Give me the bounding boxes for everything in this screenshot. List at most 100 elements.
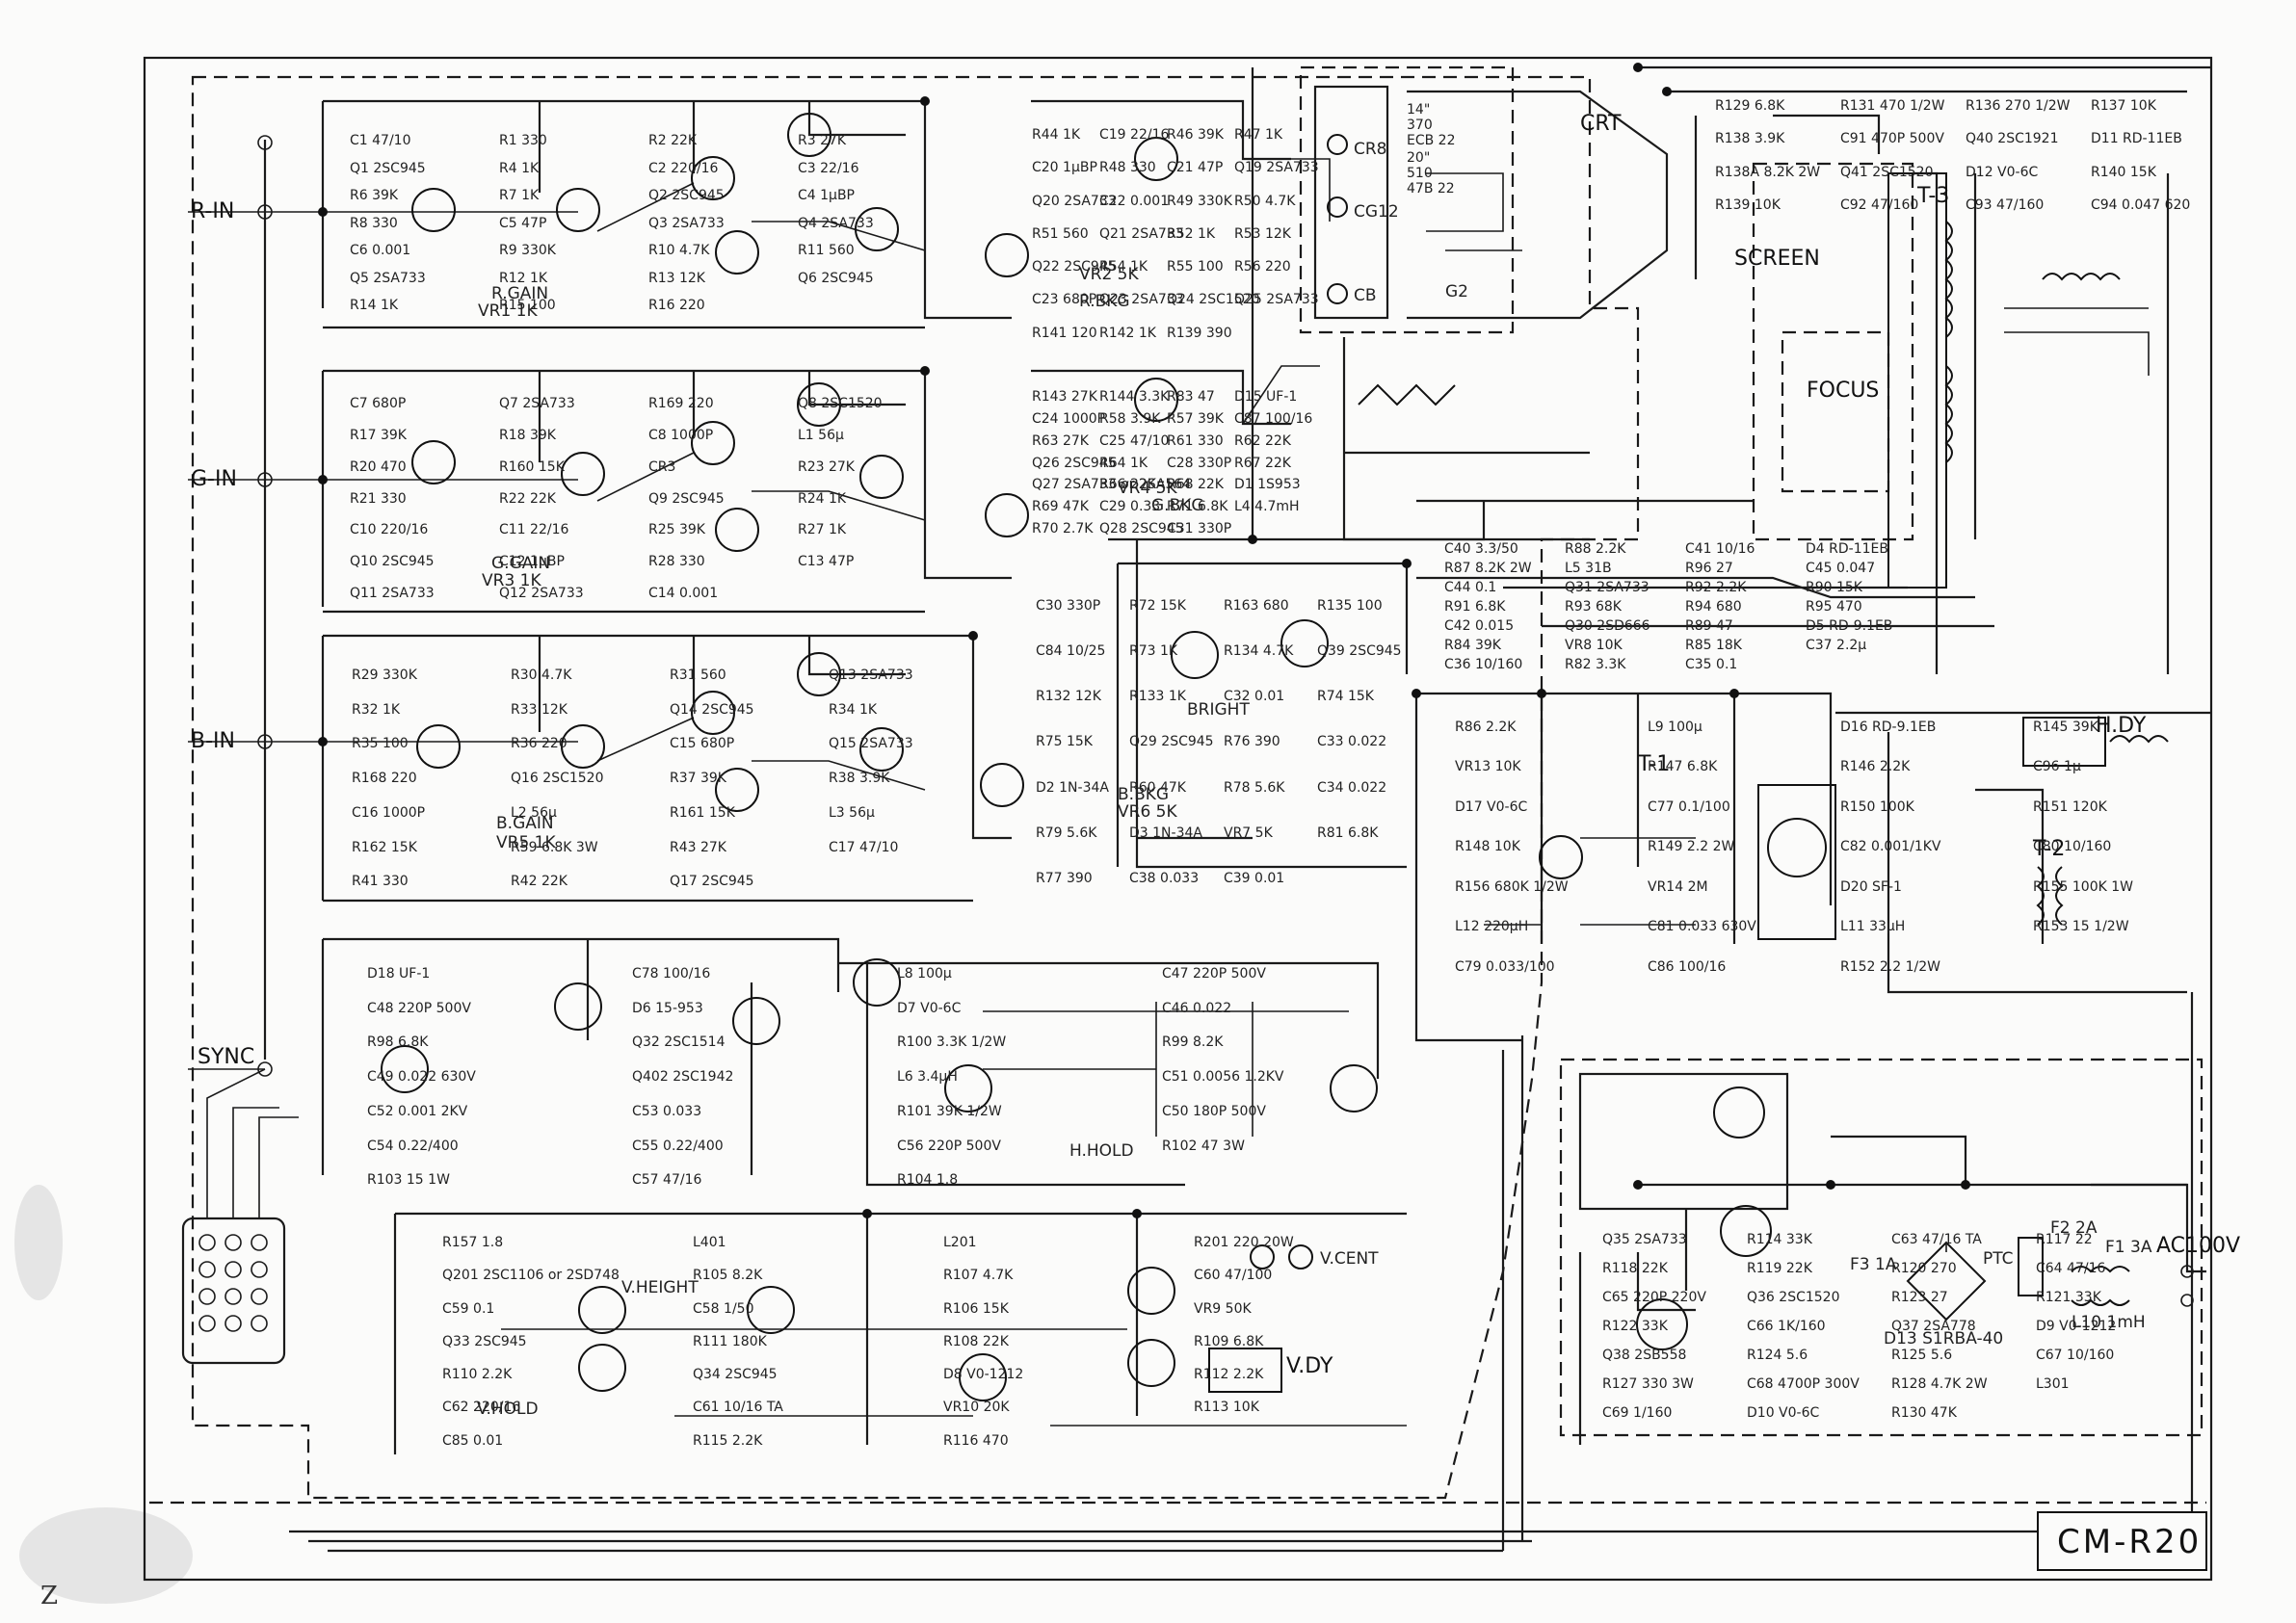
crt-note: 370 (1407, 118, 1433, 133)
component-label: R103 15 1W (367, 1172, 450, 1188)
component-label: R131 470 1/2W (1840, 98, 1945, 114)
component-label: D9 V0-1212 (2036, 1319, 2116, 1334)
component-label: R201 220 20W (1194, 1235, 1294, 1250)
component-label: R111 180K (693, 1334, 768, 1349)
component-label: Q21 2SA733 (1099, 226, 1184, 242)
component-label: R49 330K (1167, 194, 1233, 209)
component-label: Q35 2SA733 (1602, 1232, 1687, 1247)
component-label: C61 10/16 TA (693, 1400, 783, 1415)
crt-pin-g: CG12 (1354, 202, 1399, 222)
component-label: R27 1K (798, 522, 847, 537)
component-label: R160 15K (499, 459, 566, 475)
horizontal-output-section (1414, 692, 2211, 1042)
component-label: R73 1K (1129, 643, 1178, 659)
component-label: VR7 5K (1224, 825, 1274, 841)
component-label: R42 22K (511, 874, 568, 889)
component-label: R90 15K (1806, 580, 1863, 595)
component-label: R118 22K (1602, 1261, 1669, 1276)
junction-dots (318, 63, 1970, 1218)
screen-label: SCREEN (1734, 247, 1820, 271)
component-label: R150 100K (1840, 799, 1915, 815)
component-label: R52 1K (1167, 226, 1216, 242)
component-label: R34 1K (829, 702, 878, 718)
component-label: R76 390 (1224, 734, 1280, 749)
component-label: C49 0.022 630V (367, 1069, 476, 1085)
component-label: R85 18K (1685, 638, 1743, 653)
component-label: R120 270 (1891, 1261, 1957, 1276)
red-channel-wiring (265, 99, 1012, 329)
component-label: C10 220/16 (350, 522, 428, 537)
g-gain-pot-label: VR3 1K (482, 571, 541, 590)
r-bkg-label: R.BKG (1079, 292, 1130, 311)
paper-smudge (14, 1185, 63, 1300)
crt-note: 20" (1407, 150, 1430, 166)
power-section (1578, 1072, 2206, 1445)
t2-label: T-2 (2032, 837, 2065, 861)
component-label: VR8 10K (1565, 638, 1623, 653)
b-bkg-label: B.BKG (1118, 785, 1169, 804)
component-label: C56 220P 500V (897, 1139, 1001, 1154)
component-label: Q31 2SA733 (1565, 580, 1649, 595)
crt-socket-outline (1299, 65, 1515, 334)
model-title: CM-R20 (2057, 1523, 2202, 1561)
component-label: C36 10/160 (1444, 657, 1522, 672)
component-label: R69 47K (1032, 499, 1090, 514)
component-label: R10 4.7K (648, 243, 710, 258)
crt-pin-b: CB (1354, 286, 1377, 305)
component-label: R67 22K (1234, 456, 1292, 471)
crt-note: 510 (1407, 166, 1433, 181)
component-label: R47 1K (1234, 127, 1283, 143)
component-label: C67 10/160 (2036, 1348, 2114, 1363)
component-label: C47 220P 500V (1162, 966, 1266, 982)
component-label: R70 2.7K (1032, 521, 1094, 537)
component-label: C55 0.22/400 (632, 1139, 724, 1154)
component-label: R139 10K (1715, 197, 1781, 213)
component-label: VR13 10K (1455, 759, 1521, 774)
v-cent-label: V.CENT (1320, 1249, 1379, 1269)
component-label: R31 560 (670, 668, 726, 683)
connector-leads (206, 1068, 299, 1218)
component-label: C96 1μ (2033, 759, 2081, 774)
component-label: D7 V0-6C (897, 1001, 962, 1016)
component-label: Q38 2SB558 (1602, 1348, 1686, 1363)
component-label: C35 0.1 (1685, 657, 1737, 672)
component-label: C39 0.01 (1224, 871, 1284, 886)
component-label: C32 0.01 (1224, 689, 1284, 704)
flyback-section (1342, 65, 2211, 674)
component-label: R106 15K (943, 1301, 1010, 1317)
component-label: D3 1N-34A (1129, 825, 1202, 841)
terminal (257, 1061, 273, 1077)
component-label: Q12 2SA733 (499, 586, 584, 601)
component-label: C77 0.1/100 (1648, 799, 1730, 815)
component-label: C63 47/16 TA (1891, 1232, 1982, 1247)
component-label: R130 47K (1891, 1405, 1958, 1421)
component-label: Q4 2SA733 (798, 216, 874, 231)
component-label: C17 47/10 (829, 840, 898, 855)
component-label: Q8 2SC1520 (798, 396, 883, 411)
component-label: C16 1000P (352, 805, 425, 821)
component-label: D16 RD-9.1EB (1840, 720, 1936, 735)
component-label: R87 8.2K 2W (1444, 561, 1532, 576)
crt-note: 14" (1407, 102, 1430, 118)
component-label: R41 330 (352, 874, 409, 889)
component-label: R146 2.2K (1840, 759, 1911, 774)
component-label: Q10 2SC945 (350, 554, 435, 569)
connector-pins (198, 1234, 268, 1332)
component-label: C38 0.033 (1129, 871, 1199, 886)
component-label: D12 V0-6C (1966, 165, 2038, 180)
r-in-label: R-IN (191, 199, 234, 223)
component-label: C93 47/160 (1966, 197, 2044, 213)
component-label: Q25 2SA733 (1234, 292, 1319, 307)
component-label: C85 0.01 (442, 1433, 503, 1449)
component-label: L9 100μ (1648, 720, 1702, 735)
component-label: D4 RD-11EB (1806, 541, 1888, 557)
fuse-main-label: F1 3A (2105, 1238, 2152, 1257)
component-label: R36 220 (511, 736, 567, 751)
component-label: D5 RD-9.1EB (1806, 618, 1892, 634)
component-label: R115 2.2K (693, 1433, 763, 1449)
component-label: R13 12K (648, 271, 706, 286)
component-label: C64 47/16 (2036, 1261, 2105, 1276)
component-label: R78 5.6K (1224, 780, 1285, 796)
component-label: R60 47K (1129, 780, 1187, 796)
component-label: L6 3.4μH (897, 1069, 958, 1085)
